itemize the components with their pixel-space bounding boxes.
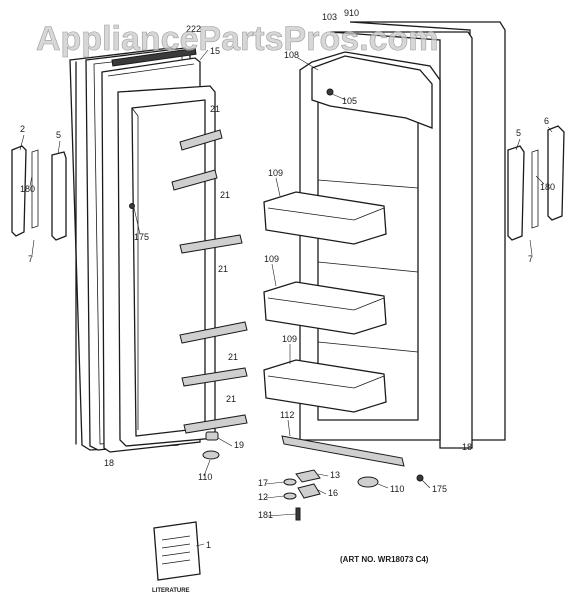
door-shelf-bar xyxy=(171,169,218,191)
label-21-b: 21 xyxy=(220,190,230,200)
label-7-right: 7 xyxy=(528,254,533,264)
label-12: 12 xyxy=(258,492,268,502)
label-105: 105 xyxy=(342,96,357,106)
right-handle-part-6 xyxy=(547,125,565,221)
label-181: 181 xyxy=(258,510,273,520)
hinge-part-12 xyxy=(283,492,297,500)
screw-181 xyxy=(295,507,301,521)
hinge-part-16 xyxy=(297,483,321,499)
label-5-right: 5 xyxy=(516,128,521,138)
label-108: 108 xyxy=(284,50,299,60)
right-door-outer-panel xyxy=(349,21,506,441)
leader-lines xyxy=(19,49,553,547)
right-handle-trim-180 xyxy=(531,149,539,229)
door-shelf-bar xyxy=(183,414,248,434)
right-handle-part-5 xyxy=(507,145,525,241)
label-18-left: 18 xyxy=(104,458,114,468)
label-6: 6 xyxy=(544,116,549,126)
literature-booklet xyxy=(153,521,201,581)
callout-labels: 2 5 180 7 222 15 21 21 21 21 21 175 18 1… xyxy=(20,8,555,550)
art-number: (ART NO. WR18073 C4) xyxy=(340,555,429,564)
watermark-text: AppliancePartsPros.com xyxy=(36,20,438,58)
label-175-left: 175 xyxy=(134,232,149,242)
left-handle-part-2 xyxy=(11,145,27,237)
hinge-bracket-part-13 xyxy=(295,469,321,483)
label-222: 222 xyxy=(186,24,201,34)
door-bin xyxy=(263,359,387,413)
label-109-a: 109 xyxy=(268,168,283,178)
door-bin xyxy=(263,281,387,335)
label-103: 103 xyxy=(322,12,337,22)
label-18-right: 18 xyxy=(462,442,472,452)
label-1: 1 xyxy=(206,540,211,550)
door-shelf-bar xyxy=(179,129,223,151)
label-109-c: 109 xyxy=(282,334,297,344)
door-stop-part xyxy=(202,450,220,460)
label-910: 910 xyxy=(344,8,359,18)
hinge-part-17 xyxy=(283,478,297,486)
label-21-e: 21 xyxy=(226,394,236,404)
label-13: 13 xyxy=(330,470,340,480)
label-15: 15 xyxy=(210,46,220,56)
label-180-left: 180 xyxy=(20,184,35,194)
label-7-left: 7 xyxy=(28,254,33,264)
label-21-a: 21 xyxy=(210,104,220,114)
door-shelf-bar xyxy=(179,234,243,254)
label-109-b: 109 xyxy=(264,254,279,264)
label-112: 112 xyxy=(280,410,294,420)
label-180-right: 180 xyxy=(540,182,555,192)
label-21-c: 21 xyxy=(218,264,228,274)
left-handle-trim-180 xyxy=(31,149,39,229)
door-bin xyxy=(263,191,387,245)
hinge-pin-part-175 xyxy=(416,474,424,482)
bottom-door-rail xyxy=(281,435,405,467)
label-175-right: 175 xyxy=(432,484,447,494)
label-5-left: 5 xyxy=(56,130,61,140)
right-door-gasket xyxy=(329,31,473,449)
bottom-hinge-part xyxy=(205,431,219,441)
label-17: 17 xyxy=(258,478,268,488)
label-110-left: 110 xyxy=(198,472,212,482)
door-screw xyxy=(129,203,135,209)
door-stop-part-110 xyxy=(357,476,379,488)
label-110-right: 110 xyxy=(390,484,404,494)
label-21-d: 21 xyxy=(228,352,238,362)
door-shelf-bar xyxy=(179,321,248,344)
door-shelf-bar xyxy=(181,367,248,387)
left-handle-part-5 xyxy=(51,151,67,241)
label-19: 19 xyxy=(234,440,244,450)
label-2: 2 xyxy=(20,124,25,134)
dairy-compartment xyxy=(311,55,433,129)
label-16: 16 xyxy=(328,488,338,498)
literature-label: LITERATURE xyxy=(152,588,190,594)
